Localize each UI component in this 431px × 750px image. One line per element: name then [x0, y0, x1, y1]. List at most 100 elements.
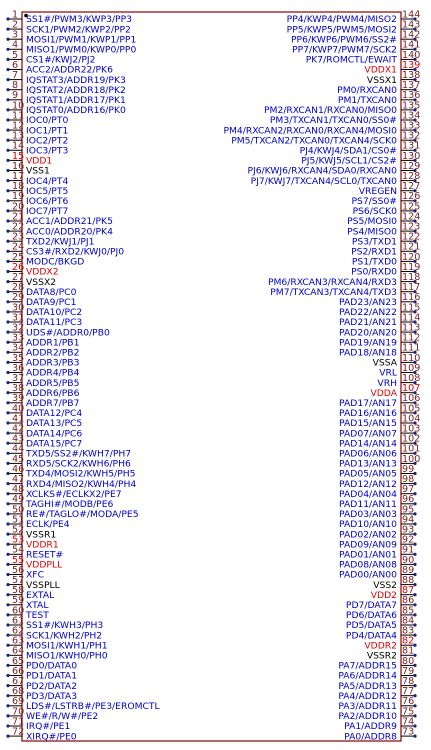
pin-terminal [6, 138, 10, 142]
pin-terminal [413, 57, 417, 62]
pin-number: 131 [402, 141, 420, 152]
pin-terminal [413, 704, 417, 708]
pin-number: 54 [12, 545, 24, 556]
pin-number: 66 [12, 666, 24, 677]
pin-number: 28 [12, 282, 24, 293]
pin-label: PM6/RXCAN3/RXCAN4/RXD3 [268, 277, 397, 288]
pin-terminal [413, 391, 417, 395]
pin-label: PD2/DATA2 [26, 681, 77, 692]
pin-terminal [413, 492, 417, 496]
pin-label: TAGHI#/MODB/PE6 [25, 499, 114, 510]
pin-terminal [6, 168, 10, 173]
pin-label: VSSR2 [367, 651, 397, 662]
pin-number: 142 [402, 30, 420, 41]
pin-terminal [413, 259, 417, 263]
pin-number: 4 [12, 40, 18, 51]
pin-label: PM2/RXCAN1/RXCAN0/MISO0 [264, 105, 397, 116]
pin-number: 71 [12, 716, 24, 727]
pin-label: IOC6/PT6 [26, 196, 68, 207]
pin-terminal [6, 148, 10, 152]
pin-terminal [413, 17, 417, 21]
pin-label: PA6/ADDR14 [338, 671, 397, 682]
pin-terminal [413, 593, 417, 597]
pin-terminal [413, 451, 417, 455]
pin-number: 20 [12, 201, 24, 212]
pin-label: RXD4/MISO2/KWH4/PH4 [26, 479, 136, 490]
pin-label: SS1#/PWM3/KWP3/PP3 [26, 14, 132, 25]
pin-label: PD7/DATA7 [346, 600, 397, 611]
pin-number: 62 [12, 626, 24, 637]
pin-terminal [413, 78, 417, 82]
pin-label: VDD1 [26, 156, 52, 167]
pin-label: PS3/TXD1 [352, 236, 397, 247]
pin-terminal [413, 471, 417, 476]
pin-terminal [413, 724, 417, 728]
pin-label: XCLKS#/ECLKX2/PE7 [26, 489, 122, 500]
pin-label: DATA14/PC6 [26, 428, 82, 439]
pin-label: PD5/DATA5 [346, 620, 397, 631]
pin-label: VDDA [370, 388, 397, 399]
pin-terminal [6, 300, 10, 304]
pin-terminal [6, 704, 10, 708]
pin-number: 113 [402, 323, 420, 334]
pin-terminal [413, 310, 417, 314]
pin-number: 41 [12, 413, 24, 424]
pin-terminal [413, 199, 417, 203]
pin-number: 58 [12, 585, 24, 596]
pin-number: 21 [12, 211, 24, 222]
pin-terminal [6, 360, 10, 364]
pin-number: 67 [12, 676, 24, 687]
pin-number: 70 [12, 706, 24, 717]
pin-label: MISO1/PWM0/KWP0/PP0 [26, 45, 136, 56]
pin-terminal [6, 714, 10, 718]
pin-number: 137 [402, 80, 420, 91]
pin-terminal [413, 219, 417, 223]
pin-label: PA7/ADDR15 [338, 661, 397, 672]
pin-number: 50 [12, 504, 24, 515]
pin-label: ADDR4/PB4 [26, 368, 80, 379]
pin-label: DATA10/PC2 [26, 307, 82, 318]
pin-label: PD1/DATA1 [26, 671, 77, 682]
pin-label: MOSI1/PWM1/KWP1/PP1 [26, 34, 136, 45]
pin-number: 14 [12, 141, 24, 152]
pin-terminal [6, 451, 10, 455]
pin-label: VRH [377, 378, 397, 389]
pin-terminal [6, 219, 10, 223]
pin-number: 104 [402, 413, 420, 424]
pin-number: 117 [402, 282, 420, 293]
pin-label: PS4/MISO0 [347, 226, 397, 237]
pin-label: DATA12/PC4 [26, 408, 82, 419]
pin-terminal [413, 98, 417, 102]
pin-terminal [413, 633, 417, 637]
pin-number: 114 [402, 312, 420, 323]
pin-terminal [413, 179, 417, 183]
pin-label: IRQ#/PE1 [26, 721, 70, 732]
pin-terminal [6, 370, 10, 375]
pin-terminal [6, 482, 10, 486]
